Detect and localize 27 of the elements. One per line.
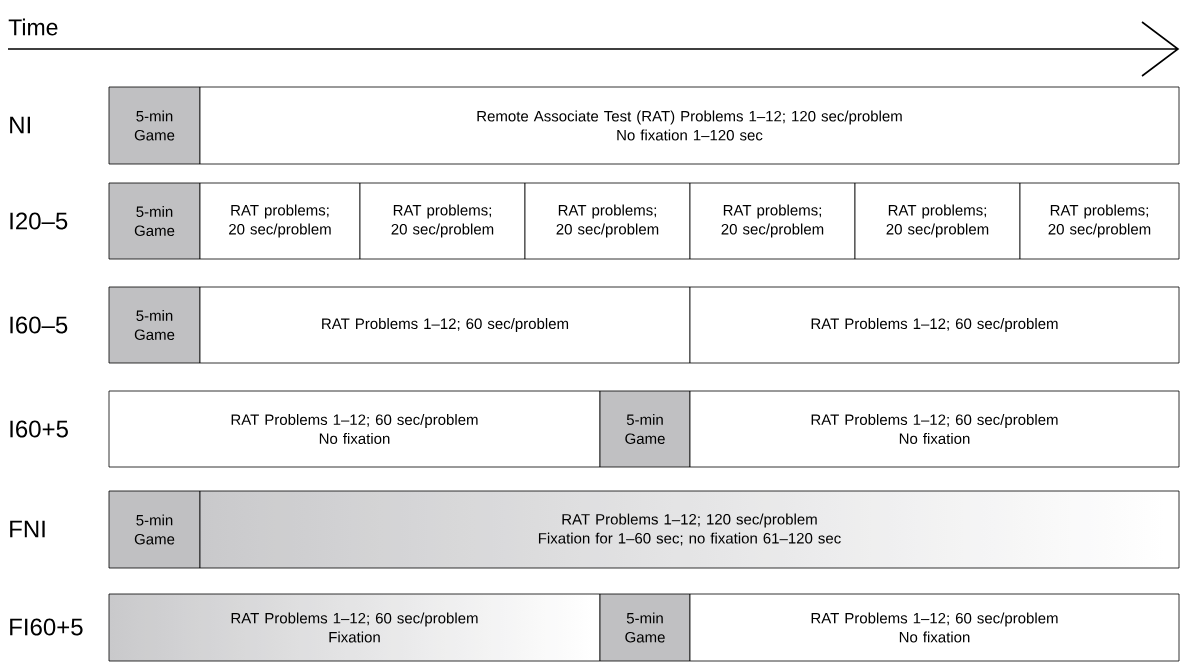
task-block: RAT Problems 1–12; 60 sec/problem Fixation — [108, 593, 601, 662]
game-block: 5-min Game — [599, 390, 691, 468]
task-block: RAT problems; 20 sec/problem — [689, 182, 856, 260]
task-block: RAT Problems 1–12; 60 sec/problem — [199, 286, 691, 364]
row-label: I20–5 — [10, 212, 68, 230]
task-block: RAT Problems 1–12; 120 sec/problem Fixation for 1–60 sec; no fixation 61–120 sec — [199, 490, 1180, 569]
task-block: RAT Problems 1–12; 60 sec/problem No fixation — [108, 390, 601, 468]
task-block: RAT problems; 20 sec/problem — [524, 182, 691, 260]
row-label: I60+5 — [10, 420, 68, 438]
row-label: NI — [10, 116, 30, 134]
task-block: RAT Problems 1–12; 60 sec/problem No fixation — [689, 593, 1180, 662]
game-block: 5-min Game — [599, 593, 691, 662]
axis-label: Time — [8, 18, 58, 36]
task-block: Remote Associate Test (RAT) Problems 1–12; 120 sec/problem No fixation 1–120 sec — [199, 86, 1180, 165]
row-label: I60–5 — [10, 316, 68, 334]
task-block: RAT Problems 1–12; 60 sec/problem — [689, 286, 1180, 364]
task-block: RAT Problems 1–12; 60 sec/problem No fixation — [689, 390, 1180, 468]
task-block: RAT problems; 20 sec/problem — [854, 182, 1021, 260]
task-block: RAT problems; 20 sec/problem — [359, 182, 526, 260]
game-block: 5-min Game — [108, 182, 201, 260]
game-block: 5-min Game — [108, 86, 201, 165]
task-block: RAT problems; 20 sec/problem — [1019, 182, 1180, 260]
row-label: FI60+5 — [10, 618, 83, 636]
game-block: 5-min Game — [108, 490, 201, 569]
game-block: 5-min Game — [108, 286, 201, 364]
row-label: FNI — [10, 520, 45, 538]
task-block: RAT problems; 20 sec/problem — [199, 182, 361, 260]
